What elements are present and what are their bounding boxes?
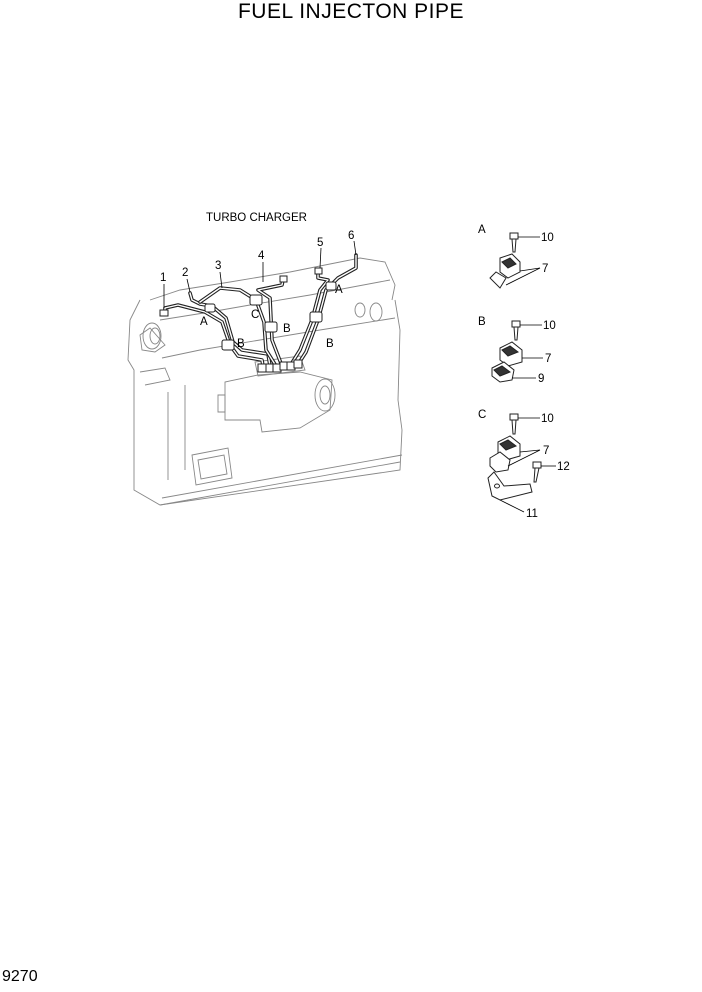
callout-leaders — [163, 240, 357, 308]
injection-pipes — [159, 253, 358, 373]
clamp-label-c: C — [251, 309, 259, 321]
callout-4: 4 — [258, 250, 265, 262]
engine-block-drawing — [127, 257, 403, 506]
turbo-charger-caption: TURBO CHARGER — [206, 212, 307, 224]
callout-1: 1 — [160, 272, 166, 284]
clamp-label-b-center: B — [283, 323, 291, 335]
callout-6: 6 — [348, 230, 354, 242]
callout-5: 5 — [317, 237, 323, 249]
clamp-label-a-left: A — [200, 316, 208, 328]
detail-c-letter: C — [478, 409, 486, 421]
callout-3: 3 — [215, 260, 221, 272]
detail-c-part-12: 12 — [557, 461, 570, 473]
detail-b-part-7: 7 — [545, 353, 551, 365]
clamp-label-a-right: A — [335, 284, 343, 296]
detail-c: C 10 7 12 11 — [478, 409, 570, 520]
detail-a-letter: A — [478, 224, 486, 236]
detail-a-part-7: 7 — [542, 263, 548, 275]
detail-b: B 10 7 9 — [478, 316, 556, 385]
detail-a-part-10: 10 — [541, 232, 554, 244]
page-title: FUEL INJECTON PIPE — [237, 0, 465, 23]
callout-2: 2 — [182, 267, 188, 279]
page-number: 9270 — [2, 968, 38, 985]
detail-b-letter: B — [478, 316, 486, 328]
detail-c-part-11: 11 — [526, 508, 538, 520]
detail-a: A 10 7 — [478, 224, 554, 289]
detail-c-part-7: 7 — [543, 445, 549, 457]
clamp-label-b-right: B — [326, 338, 334, 350]
detail-b-part-10: 10 — [543, 320, 556, 332]
clamp-label-b-left: B — [237, 338, 245, 350]
detail-c-part-10: 10 — [541, 413, 554, 425]
detail-b-part-9: 9 — [538, 373, 544, 385]
